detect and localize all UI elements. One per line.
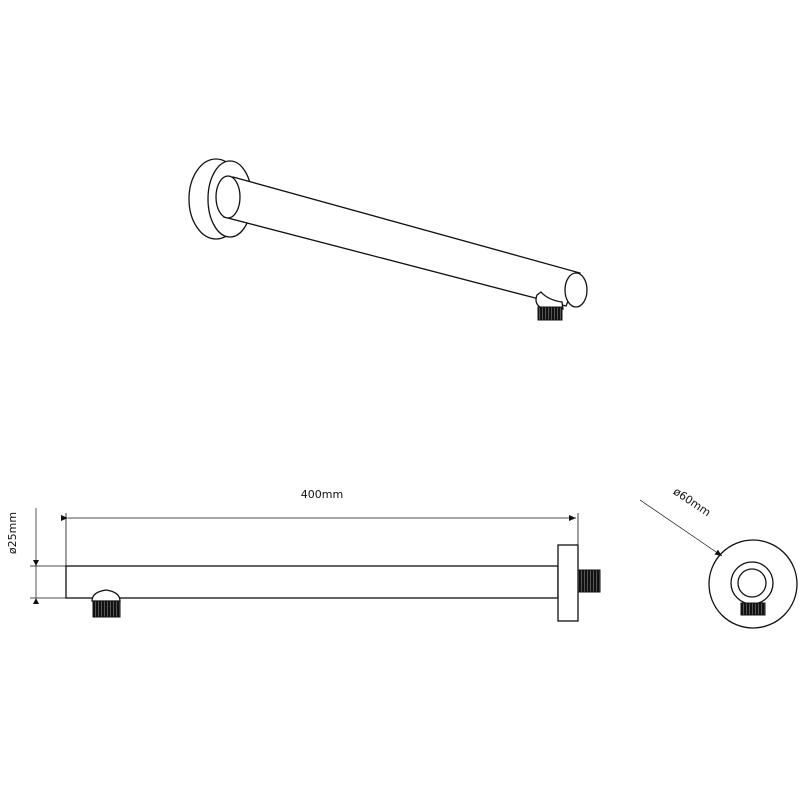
side-flange xyxy=(557,544,579,622)
end-view: ø60mm xyxy=(639,485,798,629)
end-outlet-thread xyxy=(740,602,766,616)
side-wall-thread xyxy=(577,569,601,593)
iso-outlet-thread xyxy=(537,306,563,321)
side-pipe xyxy=(65,565,559,599)
flange-diameter-line xyxy=(639,499,723,557)
iso-pipe-body xyxy=(223,176,581,307)
isometric-view xyxy=(188,158,588,321)
length-label: 400mm xyxy=(301,488,343,501)
pipe-diameter-label: ø25mm xyxy=(6,512,19,554)
iso-pipe-end xyxy=(564,272,588,308)
iso-outlet-elbow xyxy=(535,291,564,310)
side-outlet-thread xyxy=(92,600,121,618)
iso-pipe-collar xyxy=(215,175,241,219)
end-flange-outer xyxy=(708,539,798,629)
side-view: 400mm ø25mm xyxy=(6,488,601,622)
flange-diameter-label: ø60mm xyxy=(671,485,713,519)
side-outlet-nut xyxy=(91,589,121,602)
end-pipe-inner xyxy=(737,568,767,598)
